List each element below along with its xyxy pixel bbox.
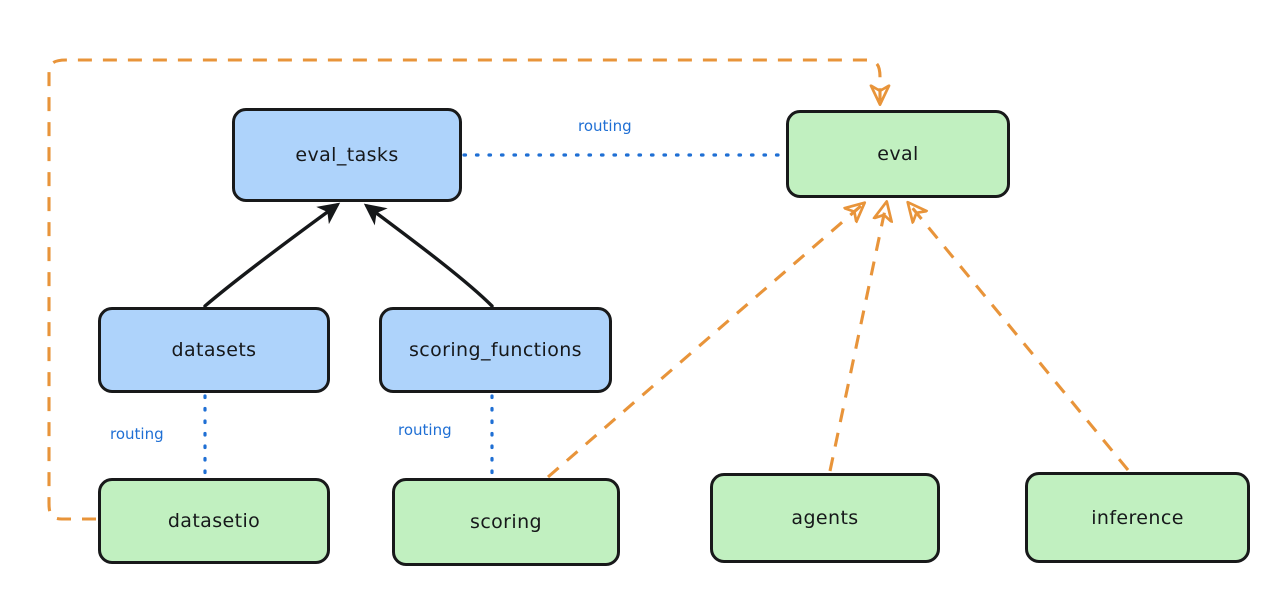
edge-scoring-functions-to-eval-tasks bbox=[363, 203, 494, 308]
edge-agents-to-eval bbox=[828, 205, 886, 472]
node-eval-tasks[interactable]: eval_tasks bbox=[232, 108, 462, 202]
edge-inference-to-eval bbox=[910, 205, 1130, 471]
edge-datasets-to-eval-tasks bbox=[203, 202, 341, 308]
node-datasetio[interactable]: datasetio bbox=[98, 478, 330, 564]
node-label-scoring: scoring bbox=[470, 511, 542, 533]
node-scoring[interactable]: scoring bbox=[392, 478, 620, 566]
edge-scoring-to-eval bbox=[546, 205, 862, 479]
node-label-inference: inference bbox=[1091, 506, 1184, 529]
edge-label-routing-scoring-functions-scoring: routing bbox=[398, 421, 452, 439]
node-agents[interactable]: agents bbox=[710, 473, 940, 563]
node-datasets[interactable]: datasets bbox=[98, 307, 330, 393]
node-label-datasetio: datasetio bbox=[167, 510, 261, 532]
edge-label-routing-eval-tasks-eval: routing bbox=[578, 117, 632, 135]
edge-datasetio-to-eval bbox=[47, 58, 880, 521]
node-label-eval-tasks: eval_tasks bbox=[295, 144, 399, 166]
node-scoring-functions[interactable]: scoring_functions bbox=[379, 307, 612, 393]
edge-label-routing-datasets-datasetio: routing bbox=[110, 425, 164, 443]
node-label-agents: agents bbox=[791, 507, 859, 529]
node-label-eval: eval bbox=[877, 143, 919, 165]
node-inference[interactable]: inference bbox=[1025, 472, 1250, 563]
node-label-datasets: datasets bbox=[171, 339, 257, 361]
node-eval[interactable]: eval bbox=[786, 110, 1010, 198]
node-label-scoring-functions: scoring_functions bbox=[409, 339, 582, 361]
